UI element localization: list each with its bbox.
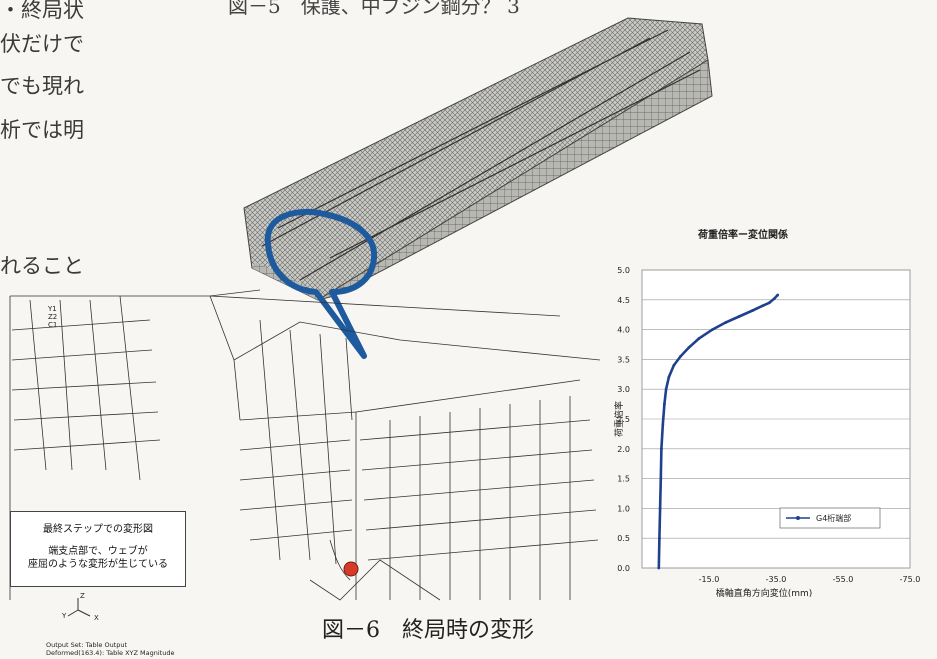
chart-title: 荷重倍率ー変位関係 — [697, 228, 788, 241]
x-tick-label: -35.0 — [766, 575, 787, 584]
y-tick-label: 1.0 — [617, 504, 630, 513]
y-tick-label: 4.0 — [617, 326, 630, 335]
data-point — [664, 387, 668, 391]
legend-label: G4桁端部 — [816, 513, 851, 523]
data-point — [761, 304, 764, 308]
y-tick-label: 3.5 — [617, 355, 630, 364]
output-info-line2: Deformed(163.4): Table XYZ Magnitude — [46, 649, 175, 657]
data-point — [658, 536, 661, 540]
data-point — [663, 402, 666, 406]
data-point — [767, 301, 771, 305]
triad-label-z: Z — [80, 592, 85, 600]
buckling-marker — [343, 561, 359, 577]
x-tick-label: -55.0 — [833, 575, 854, 584]
annotation-body-line1: 端支点部で、ウェブが — [48, 546, 148, 557]
coordinate-triad-icon — [67, 598, 91, 617]
data-point — [776, 293, 780, 297]
text-fragment-1: ・終局状 — [0, 0, 84, 22]
y-tick-label: 2.0 — [617, 445, 630, 454]
figure-caption: 図－6 終局時の変形 — [322, 618, 534, 643]
data-point — [737, 315, 741, 318]
x-tick-label: -15.0 — [699, 575, 720, 584]
text-fragment-4: 析では明 — [0, 118, 84, 142]
y-tick-label: 3.0 — [617, 385, 630, 394]
text-fragment-3: でも現れ — [0, 74, 84, 98]
chart-svg: 荷重倍率ー変位関係 0.0 0.5 1.0 1.5 2.0 2.5 3.0 3.5 4.0 4.5 5… — [613, 228, 921, 599]
output-info-line1: Output Set: Table Output — [46, 641, 128, 649]
y-tick-label: 2.5 — [617, 415, 630, 424]
legend-marker — [796, 516, 800, 520]
load-displacement-chart: 荷重倍率ー変位関係 0.0 0.5 1.0 1.5 2.0 2.5 3.0 3.5 4.0 4.5 5… — [598, 222, 930, 614]
axis-label-z2: Z2 — [48, 313, 58, 321]
data-point — [679, 355, 682, 358]
data-point — [710, 328, 714, 331]
data-point — [697, 337, 701, 340]
data-point — [672, 363, 676, 367]
annotation-body-line2: 座屈のような変形が生じている — [28, 559, 168, 570]
y-tick-label: 5.0 — [617, 266, 630, 275]
output-info: Output Set: Table Output Deformed(163.4)… — [46, 641, 174, 657]
data-point — [657, 566, 661, 570]
y-tick-label: 1.5 — [617, 475, 630, 484]
y-tick-label: 0.5 — [617, 534, 630, 543]
text-fragment-5: れること — [0, 254, 84, 278]
y-tick-label: 4.5 — [617, 296, 630, 305]
annotation-title: 最終ステップでの変形図 — [43, 524, 153, 535]
data-point — [658, 507, 662, 510]
axis-label-y1: Y1 — [48, 305, 57, 313]
figure5-heading: 図－5 保護、中ブジン鋼分？ 3 — [228, 0, 520, 18]
data-point — [724, 321, 728, 324]
data-point — [659, 477, 663, 480]
triad-label-x: X — [94, 614, 99, 622]
legend-box — [779, 507, 881, 529]
data-point — [751, 309, 754, 312]
callout-bubble — [264, 208, 378, 359]
data-point — [687, 346, 691, 349]
annotation-box: 最終ステップでの変形図 端支点部で、ウェブが 座屈のような変形が生じている — [10, 511, 186, 587]
triad-label-y: Y — [62, 612, 67, 620]
data-point — [660, 447, 663, 451]
data-point — [661, 423, 665, 427]
x-tick-label: -75.0 — [900, 575, 921, 584]
axis-label-c1: C1 — [48, 321, 58, 329]
y-tick-label: 0.0 — [617, 564, 630, 573]
data-point — [667, 375, 671, 379]
data-point — [772, 297, 776, 301]
y-axis-label: 荷重倍率 — [613, 401, 625, 437]
x-axis-label: 橋軸直角方向変位(mm) — [716, 587, 813, 599]
text-fragment-2: 伏だけで — [0, 32, 84, 56]
